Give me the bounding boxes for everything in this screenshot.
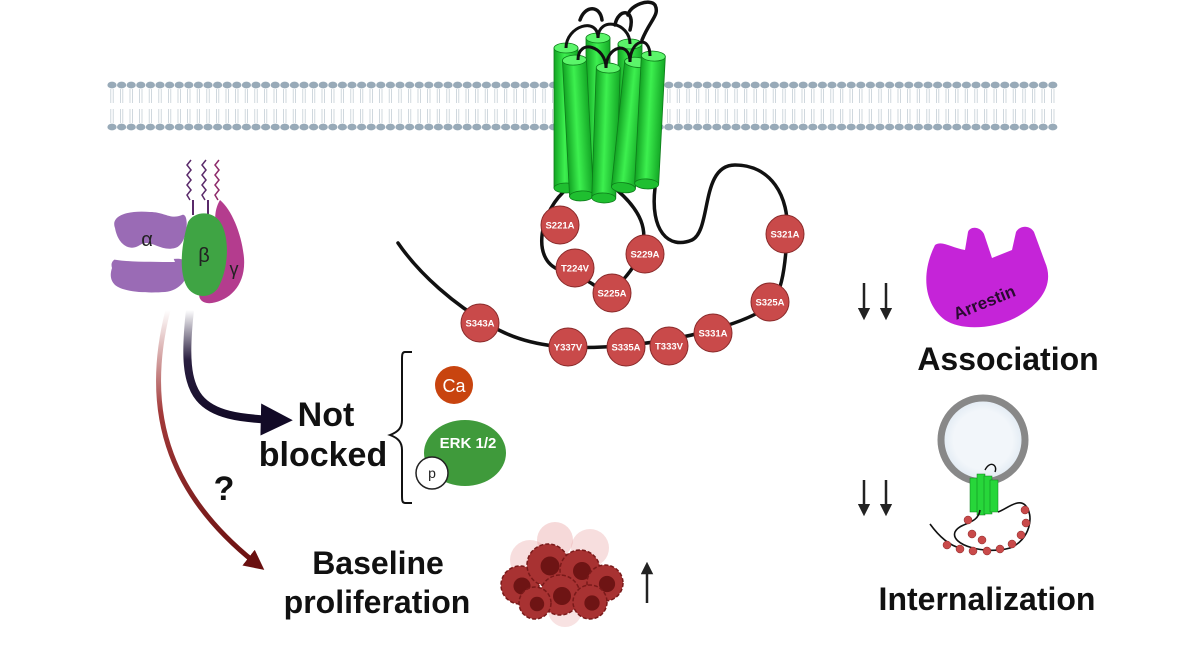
mutation-site bbox=[540, 205, 580, 245]
mutation-site bbox=[625, 234, 665, 274]
brace-icon bbox=[387, 351, 412, 504]
signal-arrows bbox=[156, 309, 293, 570]
mutation-site-label: S225A bbox=[597, 289, 626, 300]
alpha-label: α bbox=[141, 229, 153, 251]
mutation-site-label: S321A bbox=[770, 230, 799, 241]
internalization-label: Internalization bbox=[879, 581, 1096, 617]
vesicle-icon bbox=[937, 394, 1029, 486]
down-arrows-association-icon bbox=[857, 283, 893, 321]
mutation-site-label: T224V bbox=[561, 264, 590, 275]
mutation-site bbox=[555, 248, 595, 288]
association-label: Association bbox=[917, 341, 1098, 377]
mutation-sites: S221A T224V S225A S229A S321A S325A S331A T333V… bbox=[460, 205, 805, 367]
arrestin-icon: Arrestin bbox=[926, 226, 1049, 328]
mutation-site-label: S229A bbox=[630, 250, 659, 261]
mutation-site bbox=[460, 303, 500, 343]
down-arrows-internalization-icon bbox=[857, 480, 893, 517]
not-blocked-line1: Not bbox=[298, 396, 355, 434]
gpcr-receptor-icon bbox=[553, 22, 666, 204]
beta-subunit bbox=[181, 213, 227, 296]
mutation-site-label: S343A bbox=[465, 319, 494, 330]
mutation-site bbox=[606, 327, 646, 367]
mutation-site-label: S325A bbox=[755, 298, 784, 309]
gamma-label: γ bbox=[230, 259, 239, 279]
calcium-label: Ca bbox=[442, 376, 466, 396]
baseline-line2: proliferation bbox=[284, 584, 471, 620]
beta-label: β bbox=[198, 245, 210, 267]
phospho-label: p bbox=[428, 465, 436, 481]
phospho-icon bbox=[415, 456, 449, 490]
g-protein-heterotrimer-icon: α β γ bbox=[108, 159, 245, 304]
question-mark: ? bbox=[214, 470, 235, 508]
mutation-site-label: Y337V bbox=[554, 343, 583, 354]
mutation-site-label: T333V bbox=[655, 342, 684, 353]
calcium-icon bbox=[435, 366, 473, 404]
mutation-site-label: S335A bbox=[611, 343, 640, 354]
baseline-line1: Baseline bbox=[312, 545, 444, 581]
mutation-site bbox=[649, 326, 689, 366]
mutation-site-label: S221A bbox=[545, 221, 574, 232]
mutation-site bbox=[548, 327, 588, 367]
cell-cluster-icon bbox=[500, 522, 624, 627]
alpha-subunit bbox=[114, 211, 187, 249]
mutation-site bbox=[750, 282, 790, 322]
mutation-site bbox=[765, 214, 805, 254]
mutation-site-label: S331A bbox=[698, 329, 727, 340]
erk-label: ERK 1/2 bbox=[440, 435, 497, 452]
mutation-site bbox=[693, 313, 733, 353]
mutation-site bbox=[592, 273, 632, 313]
internalized-receptor-icon bbox=[929, 463, 1031, 556]
not-blocked-line2: blocked bbox=[259, 436, 387, 474]
